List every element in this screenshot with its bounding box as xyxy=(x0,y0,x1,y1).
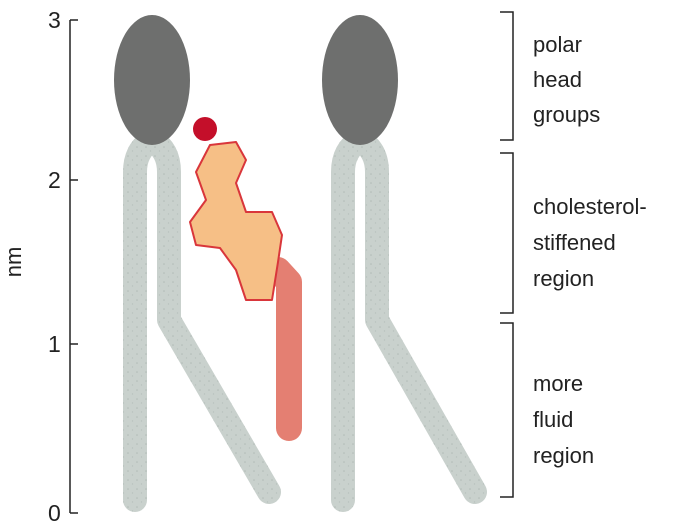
y-tick-label-0: 0 xyxy=(48,500,61,526)
label-fluid-line-2: fluid xyxy=(533,407,573,432)
phospholipid-left-tail-texture xyxy=(135,140,269,500)
phospholipid-right-tail-texture xyxy=(343,140,475,500)
label-polar-line-3: groups xyxy=(533,102,600,127)
label-polar-head-groups: polar head groups xyxy=(533,32,600,127)
label-fluid-line-3: region xyxy=(533,443,594,468)
cholesterol-hydroxyl-group xyxy=(193,117,217,141)
bracket-polar-head-groups xyxy=(500,12,513,140)
cholesterol-hydrocarbon-tail xyxy=(278,270,289,428)
y-tick-label-1: 1 xyxy=(48,331,61,357)
y-axis: 3 2 1 0 nm xyxy=(1,7,78,526)
region-brackets xyxy=(500,12,513,497)
label-fluid-line-1: more xyxy=(533,371,583,396)
label-more-fluid-region: more fluid region xyxy=(533,371,594,468)
label-cholesterol-line-2: stiffened xyxy=(533,230,616,255)
phospholipid-right xyxy=(322,15,475,500)
label-cholesterol-line-3: region xyxy=(533,266,594,291)
label-cholesterol-line-1: cholesterol- xyxy=(533,194,647,219)
phospholipid-right-head xyxy=(322,15,398,145)
label-polar-line-1: polar xyxy=(533,32,582,57)
label-polar-line-2: head xyxy=(533,67,582,92)
cholesterol-steroid-rings xyxy=(190,142,282,300)
phospholipid-left-head xyxy=(114,15,190,145)
bracket-more-fluid xyxy=(500,323,513,497)
y-axis-label: nm xyxy=(1,247,26,278)
bracket-cholesterol-stiffened xyxy=(500,153,513,313)
label-cholesterol-stiffened-region: cholesterol- stiffened region xyxy=(533,194,647,291)
y-tick-label-3: 3 xyxy=(48,7,61,33)
y-tick-label-2: 2 xyxy=(48,167,61,193)
